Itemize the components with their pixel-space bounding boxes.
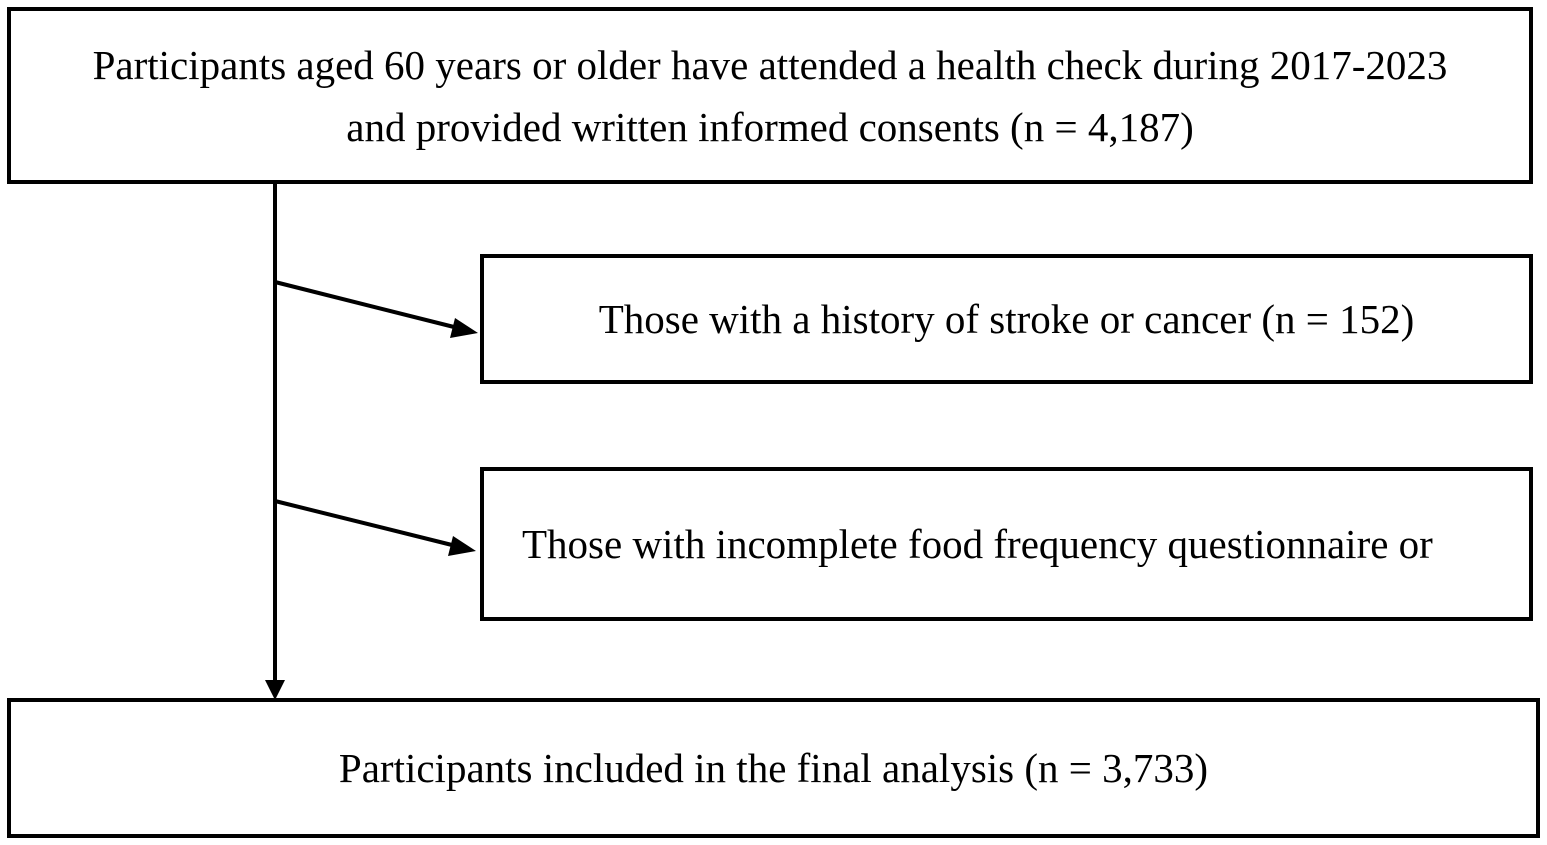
enrollment-text-line-2: and provided written informed consents (… bbox=[346, 103, 1194, 150]
branch-arrow-line-1 bbox=[274, 280, 459, 330]
branch-arrowhead-1 bbox=[450, 318, 478, 338]
exclusion-text-incomplete-ffq: Those with incomplete food frequency que… bbox=[522, 521, 1433, 567]
final-analysis-box: Participants included in the final analy… bbox=[7, 698, 1540, 838]
exclusion-box-incomplete-ffq: Those with incomplete food frequency que… bbox=[480, 467, 1533, 621]
enrollment-text-line-1: Participants aged 60 years or older have… bbox=[92, 41, 1448, 88]
main-arrowhead-down bbox=[265, 680, 285, 700]
branch-arrow-line-2 bbox=[274, 499, 457, 548]
enrollment-box: Participants aged 60 years or older have… bbox=[7, 7, 1533, 184]
exclusion-box-stroke-cancer: Those with a history of stroke or cancer… bbox=[480, 254, 1533, 384]
branch-arrowhead-2 bbox=[448, 536, 476, 556]
exclusion-text-stroke-cancer: Those with a history of stroke or cancer… bbox=[598, 296, 1415, 342]
final-analysis-text: Participants included in the final analy… bbox=[338, 745, 1209, 791]
